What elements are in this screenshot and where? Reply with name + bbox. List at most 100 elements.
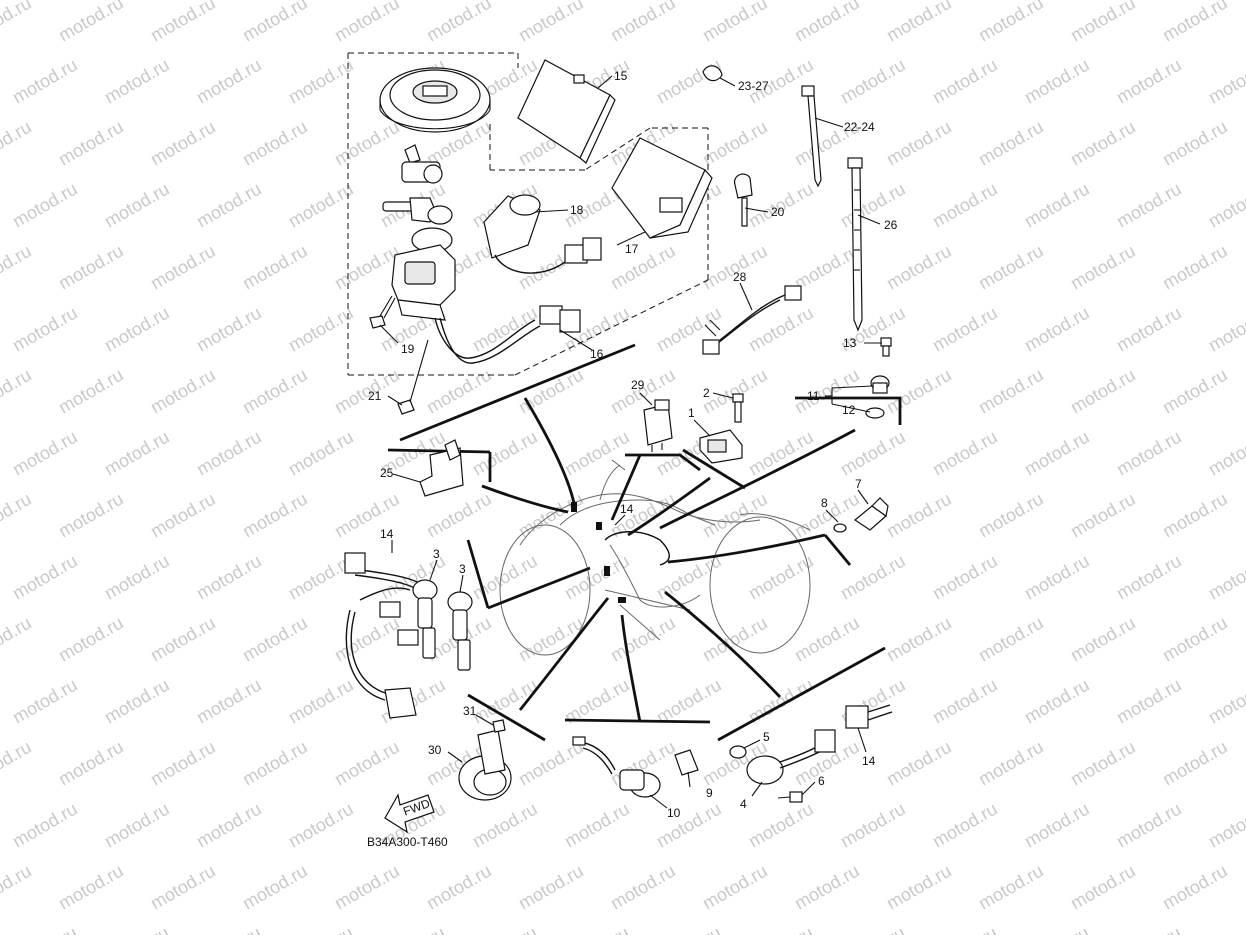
watermark-text: motod.ru	[101, 303, 173, 356]
watermark-text: motod.ru	[1205, 303, 1246, 356]
harness-markers	[571, 502, 670, 603]
watermark-text: motod.ru	[9, 179, 81, 232]
watermark-text: motod.ru	[791, 861, 863, 914]
watermark-text: motod.ru	[423, 861, 495, 914]
bracket-25-part	[419, 439, 464, 497]
watermark-text: motod.ru	[285, 799, 357, 852]
watermark-text: motod.ru	[1067, 0, 1139, 45]
watermark-text: motod.ru	[193, 55, 265, 108]
watermark-text: motod.ru	[147, 613, 219, 666]
sensor-11-part	[870, 375, 890, 394]
watermark-text: motod.ru	[653, 923, 725, 935]
watermark-text: motod.ru	[239, 117, 311, 170]
o-ring-12-part	[865, 407, 885, 419]
watermark-text: motod.ru	[1205, 179, 1246, 232]
watermark-text: motod.ru	[883, 737, 955, 790]
watermark-text: motod.ru	[1159, 0, 1231, 45]
watermark-text: motod.ru	[929, 551, 1001, 604]
watermark-text: motod.ru	[193, 179, 265, 232]
watermark-text: motod.ru	[883, 861, 955, 914]
watermark-text: motod.ru	[1113, 55, 1185, 108]
watermark-text: motod.ru	[837, 551, 909, 604]
watermark-text: motod.ru	[975, 241, 1047, 294]
watermark-text: motod.ru	[9, 303, 81, 356]
sensor-4-part	[746, 729, 836, 785]
watermark-text: motod.ru	[331, 0, 403, 45]
watermark-text: motod.ru	[55, 737, 127, 790]
watermark-text: motod.ru	[1067, 365, 1139, 418]
watermark-text: motod.ru	[55, 613, 127, 666]
watermark-text: motod.ru	[1113, 675, 1185, 728]
watermark-text: motod.ru	[1159, 365, 1231, 418]
watermark-text: motod.ru	[929, 427, 1001, 480]
watermark-text: motod.ru	[883, 241, 955, 294]
watermark-text: motod.ru	[929, 179, 1001, 232]
cable-tie-small-part	[801, 85, 822, 188]
watermark-text: motod.ru	[791, 241, 863, 294]
watermark-text: motod.ru	[653, 675, 725, 728]
cable-tie-large-part	[847, 157, 863, 332]
watermark-text: motod.ru	[239, 241, 311, 294]
callout-10: 10	[667, 806, 681, 820]
sensor-10-part	[572, 736, 661, 798]
watermark-text: motod.ru	[1159, 613, 1231, 666]
group-connector-lines	[387, 343, 902, 742]
watermark-text: motod.ru	[607, 613, 679, 666]
bolt-13-part	[880, 337, 892, 357]
watermark-text: motod.ru	[101, 551, 173, 604]
watermark-text: motod.ru	[101, 675, 173, 728]
connector-14-part	[845, 704, 893, 729]
watermark-text: motod.ru	[929, 799, 1001, 852]
watermark-text: motod.ru	[0, 241, 35, 294]
callout-3-left: 3	[433, 547, 440, 561]
bolt-6-part	[777, 791, 803, 803]
ecu-15-part	[517, 59, 616, 164]
callout-12: 12	[842, 403, 856, 417]
watermark-text: motod.ru	[1205, 427, 1246, 480]
watermark-text: motod.ru	[239, 489, 311, 542]
watermark-text: motod.ru	[0, 489, 35, 542]
fuel-cap-part	[379, 67, 491, 133]
callout-6: 6	[818, 774, 825, 788]
watermark-text: motod.ru	[1159, 861, 1231, 914]
watermark-text: motod.ru	[1021, 923, 1093, 935]
watermark-text: motod.ru	[193, 799, 265, 852]
watermark-text: motod.ru	[837, 799, 909, 852]
watermark-text: motod.ru	[285, 303, 357, 356]
watermark-text: motod.ru	[745, 799, 817, 852]
watermark-text: motod.ru	[515, 861, 587, 914]
watermark-text: motod.ru	[1113, 923, 1185, 935]
callout-7: 7	[855, 477, 862, 491]
watermark-text: motod.ru	[1021, 799, 1093, 852]
watermark-text: motod.ru	[883, 365, 955, 418]
watermark-text: motod.ru	[239, 0, 311, 45]
watermark-text: motod.ru	[1021, 551, 1093, 604]
watermark-text: motod.ru	[9, 675, 81, 728]
callout-11: 11	[807, 389, 820, 403]
watermark-text: motod.ru	[1205, 55, 1246, 108]
watermark-text: motod.ru	[377, 923, 449, 935]
callout-14-left: 14	[380, 527, 394, 541]
watermark-text: motod.ru	[1113, 303, 1185, 356]
watermark-text: motod.ru	[699, 0, 771, 45]
watermark-text: motod.ru	[331, 117, 403, 170]
clip-part	[702, 65, 723, 82]
watermark-text: motod.ru	[0, 117, 35, 170]
watermark-text: motod.ru	[1067, 613, 1139, 666]
callout-21: 21	[368, 389, 382, 403]
watermark-text: motod.ru	[55, 489, 127, 542]
watermark-text: motod.ru	[1159, 241, 1231, 294]
horn-30-part	[458, 729, 512, 801]
watermark-text: motod.ru	[929, 55, 1001, 108]
watermark-text: motod.ru	[55, 0, 127, 45]
watermark-text: motod.ru	[699, 613, 771, 666]
watermark-text: motod.ru	[1113, 551, 1185, 604]
watermark-text: motod.ru	[1067, 241, 1139, 294]
callout-5: 5	[763, 730, 770, 744]
callout-1: 1	[688, 406, 695, 420]
callout-18: 18	[570, 203, 584, 217]
diagram-code: B34A300-T460	[367, 835, 448, 849]
plug-cap-3a-part	[412, 579, 438, 659]
watermark-text: motod.ru	[791, 0, 863, 45]
watermark-text: motod.ru	[0, 737, 35, 790]
